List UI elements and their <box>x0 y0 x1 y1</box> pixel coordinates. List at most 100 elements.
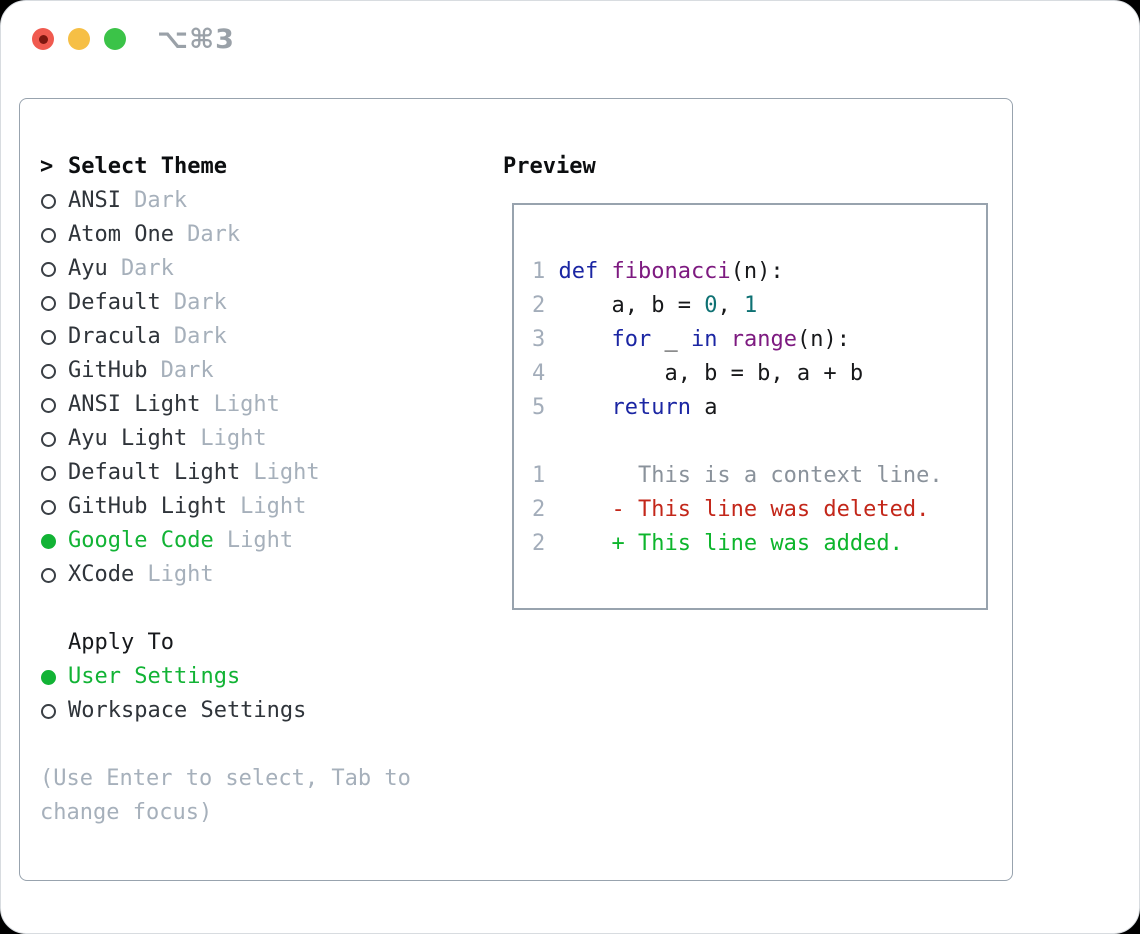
theme-name: GitHub Light <box>68 494 227 519</box>
preview-title: Preview <box>503 154 596 179</box>
zoom-button[interactable] <box>104 28 126 50</box>
preview-line <box>532 425 943 459</box>
theme-name: Google Code <box>68 528 214 553</box>
theme-name: ANSI <box>68 188 121 213</box>
theme-variant-tag: Dark <box>187 222 241 247</box>
radio-icon <box>41 193 56 209</box>
code-segment-keyword: in <box>690 327 718 352</box>
apply-item-user-settings[interactable]: User Settings <box>40 660 437 694</box>
theme-variant-tag: Light <box>253 460 320 485</box>
radio-column <box>40 261 68 277</box>
theme-item-xcode[interactable]: XCode Light <box>40 558 437 592</box>
titlebar: ⌥⌘3 <box>1 1 1139 77</box>
radio-column <box>40 363 68 379</box>
theme-list-header: > Select Theme <box>40 150 437 184</box>
radio-icon <box>41 295 56 311</box>
line-number: 3 <box>532 327 546 352</box>
code-segment-plain: (n): <box>796 327 850 352</box>
radio-column <box>40 703 68 719</box>
theme-variant-tag: Dark <box>173 324 227 349</box>
code-segment-function: fibonacci <box>611 259 731 284</box>
radio-column <box>40 567 68 583</box>
radio-icon <box>41 329 56 345</box>
preview-line: 2 a, b = 0, 1 <box>532 289 943 323</box>
radio-column <box>40 397 68 413</box>
theme-variant-tag: Light <box>213 392 280 417</box>
code-segment-number: 1 <box>743 293 758 318</box>
code-segment-context: This is a context line. <box>558 463 943 488</box>
code-segment-number: 0 <box>704 293 718 318</box>
theme-name: GitHub <box>68 358 148 383</box>
line-number: 1 <box>532 463 546 488</box>
radio-column <box>40 295 68 311</box>
radio-column <box>40 533 68 549</box>
minimize-button[interactable] <box>68 28 90 50</box>
code-segment-added: + This line was added. <box>558 531 903 556</box>
code-segment-deleted: - This line was deleted. <box>558 497 930 522</box>
code-segment-plain: , <box>717 293 744 318</box>
code-segment-plain <box>558 395 611 420</box>
theme-name: Atom One <box>68 222 174 247</box>
line-number: 2 <box>532 293 546 318</box>
code-segment-plain: a <box>690 395 718 420</box>
theme-name: ANSI Light <box>68 392 201 417</box>
apply-item-workspace-settings[interactable]: Workspace Settings <box>40 694 437 728</box>
theme-name: Ayu <box>68 256 108 281</box>
spacer <box>40 728 437 762</box>
theme-variant-tag: Light <box>240 494 307 519</box>
radio-column <box>40 465 68 481</box>
radio-icon <box>41 363 56 379</box>
preview-line: 5 return a <box>532 391 943 425</box>
theme-item-ansi-light[interactable]: ANSI Light Light <box>40 388 437 422</box>
preview-line: 2 + This line was added. <box>532 527 943 561</box>
apply-to-header: Apply To <box>40 626 437 660</box>
theme-variant-tag: Light <box>147 562 214 587</box>
radio-selected-icon <box>41 669 56 685</box>
preview-line: 4 a, b = b, a + b <box>532 357 943 391</box>
theme-name: Ayu Light <box>68 426 188 451</box>
theme-item-ansi[interactable]: ANSI Dark <box>40 184 437 218</box>
preview-line: 1 This is a context line. <box>532 459 943 493</box>
radio-icon <box>41 465 56 481</box>
line-number: 2 <box>532 497 546 522</box>
code-segment-plain <box>717 327 730 352</box>
theme-name: Default Light <box>68 460 241 485</box>
theme-list-title: Select Theme <box>68 154 227 179</box>
radio-icon <box>41 431 56 447</box>
theme-item-default-light[interactable]: Default Light Light <box>40 456 437 490</box>
theme-item-github-light[interactable]: GitHub Light Light <box>40 490 437 524</box>
close-button-dot-icon <box>38 34 48 44</box>
theme-variant-tag: Dark <box>134 188 188 213</box>
radio-icon <box>41 261 56 277</box>
radio-icon <box>41 703 56 719</box>
code-segment-plain: a, b = b, a + b <box>558 361 864 386</box>
line-number: 1 <box>532 259 546 284</box>
radio-icon <box>41 499 56 515</box>
radio-column <box>40 431 68 447</box>
code-segment-function: range <box>730 327 797 352</box>
radio-selected-icon <box>41 533 56 549</box>
code-segment-plain: _ <box>651 327 691 352</box>
close-button[interactable] <box>32 28 54 50</box>
code-segment-plain <box>558 327 611 352</box>
theme-name: XCode <box>68 562 135 587</box>
theme-item-atom-one[interactable]: Atom One Dark <box>40 218 437 252</box>
selection-cursor-icon: > <box>40 154 54 179</box>
theme-name: Default <box>68 290 161 315</box>
radio-icon <box>41 567 56 583</box>
spacer <box>40 592 437 626</box>
code-segment-plain: a, b = <box>558 293 705 318</box>
code-segment-keyword: for <box>611 327 652 352</box>
